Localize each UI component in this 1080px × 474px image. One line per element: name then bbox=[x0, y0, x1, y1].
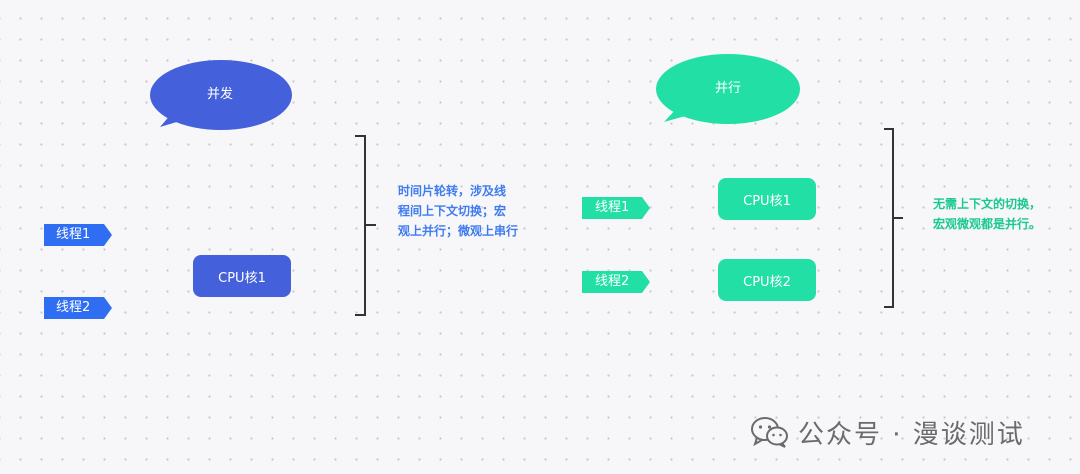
parallel-cpu-core-2-label: CPU核2 bbox=[743, 274, 791, 290]
concurrency-bracket bbox=[355, 135, 376, 316]
parallel-thread-1-label: 线程1 bbox=[595, 200, 630, 215]
parallel-cpu-core-1-label: CPU核1 bbox=[743, 193, 791, 209]
thread-2-label: 线程2 bbox=[56, 300, 91, 315]
wechat-icon bbox=[751, 417, 788, 448]
cpu-core-1: CPU核1 bbox=[193, 255, 291, 297]
parallel-note: 无需上下文的切换， 宏观微观都是并行。 bbox=[933, 194, 1073, 234]
parallel-thread-arrow-1 bbox=[582, 197, 650, 219]
parallel-thread-2-label: 线程2 bbox=[595, 274, 630, 289]
thread-arrow-1 bbox=[44, 224, 112, 246]
concurrency-note-line-2: 程间上下文切换；宏 bbox=[398, 204, 507, 218]
parallel-note-line-1: 无需上下文的切换， bbox=[933, 197, 1042, 211]
parallel-title: 并行 bbox=[714, 81, 741, 96]
parallel-cpu-core-1: CPU核1 bbox=[718, 178, 816, 220]
thread-arrow-2 bbox=[44, 297, 112, 319]
parallel-bracket bbox=[884, 128, 903, 308]
cpu-core-1-label: CPU核1 bbox=[218, 270, 266, 286]
concurrency-note: 时间片轮转，涉及线 程间上下文切换；宏 观上并行；微观上串行 bbox=[398, 181, 538, 241]
parallel-cpu-core-2: CPU核2 bbox=[718, 259, 816, 301]
thread-1-label: 线程1 bbox=[56, 227, 91, 242]
concurrency-title: 并发 bbox=[206, 87, 233, 102]
parallel-thread-arrow-2 bbox=[582, 271, 650, 293]
concurrency-bubble bbox=[150, 60, 292, 130]
watermark: 公众号 · 漫谈测试 bbox=[750, 414, 1025, 450]
concurrency-note-line-3: 观上并行；微观上串行 bbox=[398, 224, 519, 238]
parallel-bubble bbox=[656, 54, 800, 124]
watermark-text: 公众号 · 漫谈测试 bbox=[798, 419, 1025, 450]
parallel-note-line-2: 宏观微观都是并行。 bbox=[933, 217, 1042, 231]
concurrency-note-line-1: 时间片轮转，涉及线 bbox=[398, 184, 507, 198]
